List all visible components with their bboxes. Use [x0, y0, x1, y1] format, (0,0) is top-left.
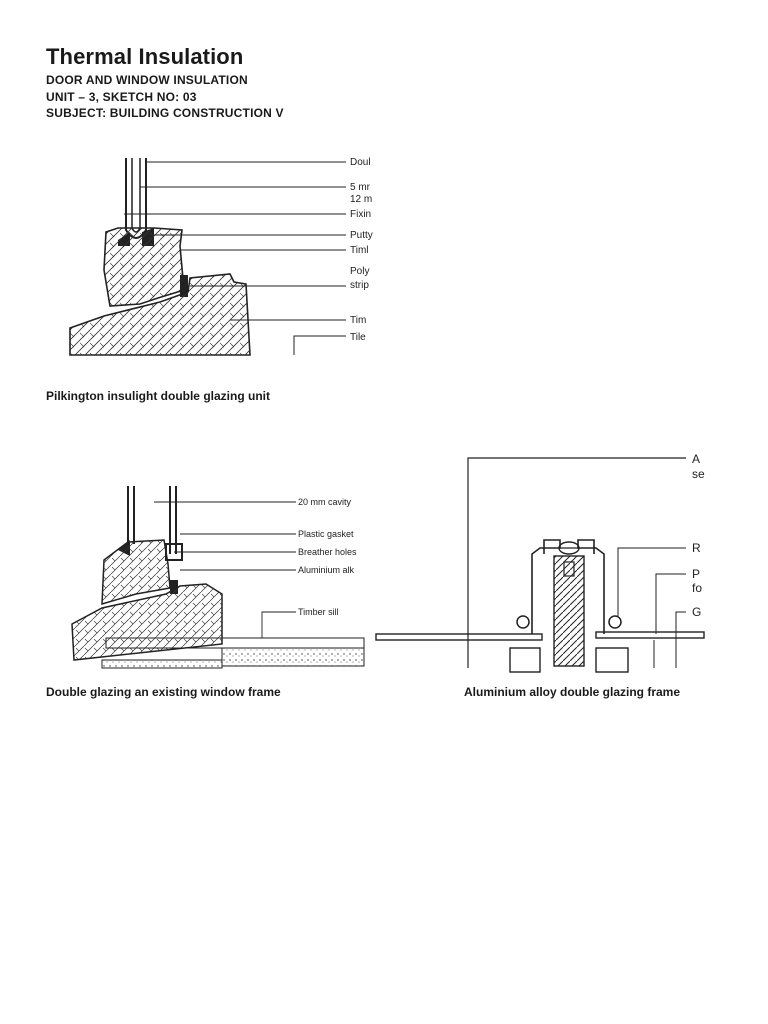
caption-fig2: Double glazing an existing window frame	[46, 685, 281, 699]
label-timber-sill: Tim	[350, 315, 366, 326]
subtitle-subject: SUBJECT: BUILDING CONSTRUCTION V	[46, 106, 284, 120]
label-20mm-cavity: 20 mm cavity	[298, 497, 352, 507]
label-5mm: 5 mr	[350, 182, 371, 193]
label-fig3-a: A	[692, 452, 700, 466]
label-fig3-r: R	[692, 541, 701, 555]
label-fixing: Fixin	[350, 209, 371, 220]
label-fig3-se: se	[692, 467, 705, 481]
label-plastic-gasket: Plastic gasket	[298, 529, 354, 539]
label-double-glazing: Doul	[350, 157, 371, 168]
subtitle-topic: DOOR AND WINDOW INSULATION	[46, 73, 248, 87]
label-strip: strip	[350, 280, 369, 291]
label-timber-sill-2: Timber sill	[298, 607, 339, 617]
page-title: Thermal Insulation	[46, 44, 244, 69]
label-aluminium: Aluminium alk	[298, 565, 355, 575]
figure-existing-window-frame: 20 mm cavity Plastic gasket Breather hol…	[71, 486, 365, 669]
subtitle-unit: UNIT – 3, SKETCH NO: 03	[46, 90, 197, 104]
label-tile: Tile	[350, 332, 366, 343]
label-putty: Putty	[350, 230, 373, 241]
label-timber: Timl	[350, 245, 369, 256]
figure-aluminium-frame: A se R P fo G	[375, 452, 705, 673]
caption-fig1: Pilkington insulight double glazing unit	[46, 389, 270, 403]
label-fig3-fo: fo	[692, 581, 702, 595]
label-breather-holes: Breather holes	[298, 547, 357, 557]
label-fig3-p: P	[692, 567, 700, 581]
caption-fig3: Aluminium alloy double glazing frame	[464, 685, 681, 699]
label-poly: Poly	[350, 266, 369, 277]
label-12mm: 12 m	[350, 194, 372, 205]
figure-insulight-unit: Doul 5 mr 12 m Fixin Putty Timl Poly str…	[69, 157, 373, 356]
label-fig3-g: G	[692, 605, 701, 619]
